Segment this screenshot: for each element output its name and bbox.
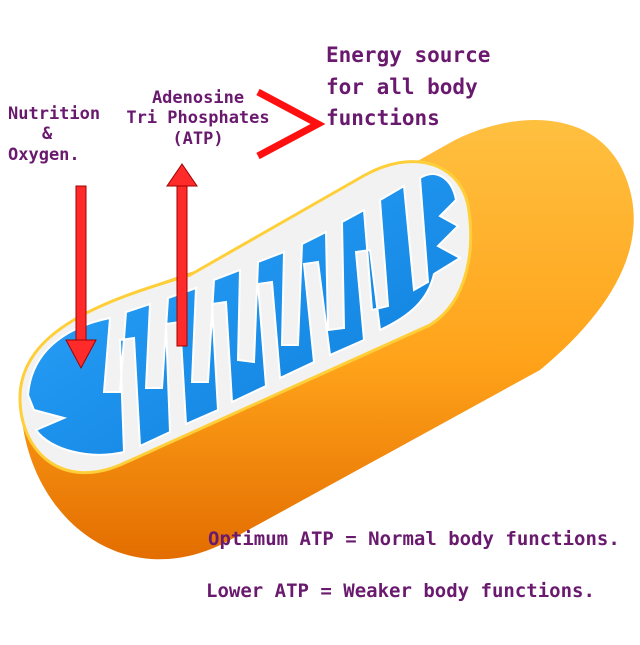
nutrition-line-2: &	[42, 124, 53, 145]
nutrition-arrow	[65, 185, 97, 370]
energy-source-label: Energy source for all body functions	[326, 40, 546, 135]
optimum-atp-statement: Optimum ATP = Normal body functions.	[208, 528, 620, 550]
atp-arrow	[166, 163, 198, 347]
atp-line-1: Adenosine	[151, 88, 245, 108]
lower-atp-statement: Lower ATP = Weaker body functions.	[206, 580, 595, 602]
energy-line-3: functions	[326, 106, 440, 130]
atp-line-2: Tri Phosphates	[126, 108, 270, 129]
atp-label: Adenosine Tri Phosphates (ATP)	[118, 88, 278, 149]
nutrition-label: Nutrition & Oxygen.	[8, 104, 108, 165]
nutrition-line-1: Nutrition	[8, 104, 101, 124]
energy-line-2: for all body	[326, 74, 478, 99]
energy-line-1: Energy source	[326, 43, 491, 67]
greater-than-symbol	[256, 88, 326, 160]
atp-line-3: (ATP)	[172, 128, 224, 149]
nutrition-line-3: Oxygen.	[8, 144, 80, 165]
cristae	[26, 173, 462, 456]
